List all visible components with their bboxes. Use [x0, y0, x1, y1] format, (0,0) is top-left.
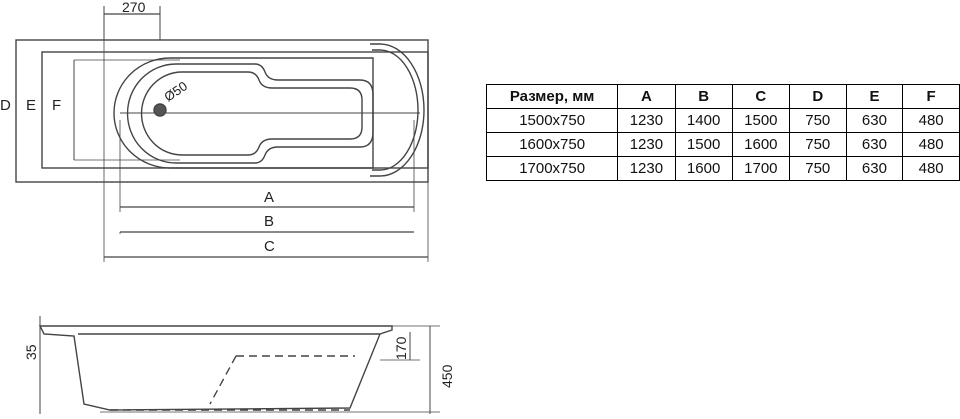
table-cell: 1230 — [617, 132, 676, 157]
dim-b-label: B — [264, 213, 274, 230]
table-cell: 750 — [788, 156, 847, 181]
tub-inner-rim — [41, 51, 429, 169]
header-f: F — [902, 84, 960, 109]
table-cell: 1500x750 — [485, 108, 619, 133]
table-cell: 750 — [788, 108, 847, 133]
table-row: 1600x750 1230 1500 1600 750 630 480 — [485, 132, 960, 157]
table-cell: 1700x750 — [485, 156, 619, 181]
tub-outer-rim — [15, 39, 429, 183]
table-cell: 750 — [788, 132, 847, 157]
dim-170-label: 170 — [393, 336, 409, 360]
table-row: 1700x750 1230 1600 1700 750 630 480 — [485, 156, 960, 181]
table-header-row: Размер, мм A B C D E F — [485, 84, 960, 109]
table-cell: 1600x750 — [485, 132, 619, 157]
table-cell: 1230 — [617, 156, 676, 181]
headrest-inner — [372, 49, 419, 171]
dim-d-label: D — [0, 97, 11, 114]
dim-450-label: 450 — [439, 364, 455, 388]
table-cell: 630 — [845, 156, 904, 181]
table-cell: 480 — [902, 132, 960, 157]
header-d: D — [788, 84, 847, 109]
table-cell: 1500 — [731, 108, 790, 133]
table-cell: 630 — [845, 108, 904, 133]
size-table: Размер, мм A B C D E F 1500x750 1230 140… — [485, 84, 960, 181]
dim-hole-label: Ø50 — [161, 78, 190, 104]
header-a: A — [617, 84, 676, 109]
dim-e-label: E — [26, 97, 36, 114]
drain-hole — [153, 103, 167, 117]
tub-side-profile — [38, 325, 393, 411]
basin-outline — [113, 57, 374, 169]
header-e: E — [845, 84, 904, 109]
table-row: 1500x750 1230 1400 1500 750 630 480 — [485, 108, 960, 133]
table-cell: 480 — [902, 108, 960, 133]
header-size: Размер, мм — [485, 84, 619, 109]
table-cell: 1700 — [731, 156, 790, 181]
dim-270-label: 270 — [122, 0, 146, 15]
table-cell: 1600 — [731, 132, 790, 157]
dim-c-label: C — [264, 238, 275, 255]
header-c: C — [731, 84, 790, 109]
tub-side-legs — [110, 355, 355, 411]
table-cell: 1400 — [674, 108, 733, 133]
dim-35-label: 35 — [23, 344, 39, 360]
table-cell: 1230 — [617, 108, 676, 133]
basin-innermost-outline — [140, 71, 363, 156]
table-cell: 630 — [845, 132, 904, 157]
table-cell: 480 — [902, 156, 960, 181]
basin-inner-outline — [126, 63, 374, 164]
dim-f-label: F — [52, 97, 61, 114]
table-cell: 1500 — [674, 132, 733, 157]
headrest — [370, 43, 425, 177]
dim-a-label: A — [264, 189, 274, 206]
table-cell: 1600 — [674, 156, 733, 181]
header-b: B — [674, 84, 733, 109]
